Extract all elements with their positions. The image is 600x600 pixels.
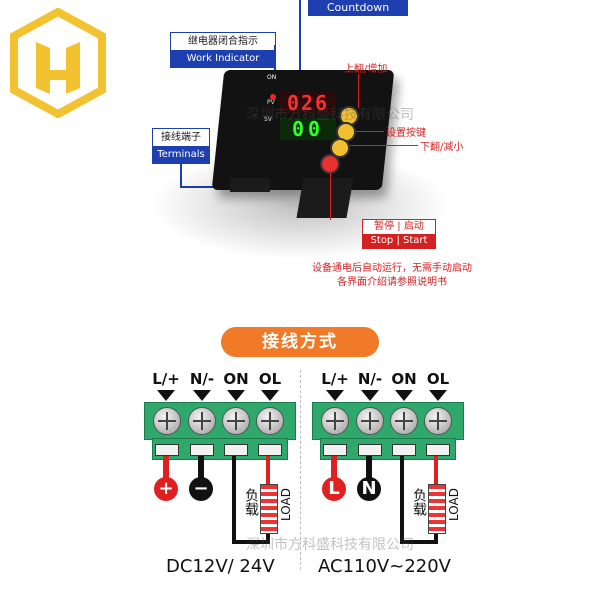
dc-minus-wire <box>198 456 204 478</box>
up-leader <box>358 74 359 108</box>
set-key-label: 设置按键 <box>386 128 426 139</box>
dc-load-return-wire <box>266 530 270 544</box>
dc-load-icon <box>260 484 278 534</box>
relay-led-icon <box>270 94 276 100</box>
led-sv-label: SV <box>264 116 272 123</box>
dc-arrow-icon <box>227 390 245 401</box>
down-button[interactable] <box>330 138 350 158</box>
ac-load-icon <box>428 484 446 534</box>
down-decrease-label: 下翻/减小 <box>420 142 464 153</box>
auto-run-note: 设备通电后自动运行，无需手动启动 各界面介绍请参照说明书 <box>312 263 472 288</box>
stop-start-callout: 暂停 | 启动 Stop | Start <box>362 219 436 249</box>
watermark-bottom: 深圳市方科盛科技有限公司 <box>246 537 414 553</box>
dc-label-l: L/+ <box>152 370 180 388</box>
ac-neutral-icon: N <box>357 477 381 501</box>
dc-on-wire <box>232 456 236 542</box>
screw-icon <box>153 407 181 435</box>
ac-live-icon: L <box>322 477 346 501</box>
device-foot-left <box>230 178 270 192</box>
terminal-slot <box>155 444 179 456</box>
ac-load-en: LOAD <box>447 488 461 521</box>
device-foot-right <box>296 178 354 218</box>
work-indicator-callout: 继电器闭合指示 Work Indicator <box>170 32 276 68</box>
ac-label-l: L/+ <box>321 370 349 388</box>
dc-arrow-icon <box>157 390 175 401</box>
ac-l-wire <box>331 456 337 478</box>
ac-terminal-base <box>320 438 456 460</box>
dc-arrow-icon <box>193 390 211 401</box>
terminals-leader-v <box>180 158 182 188</box>
ac-arrow-icon <box>429 390 447 401</box>
dc-label-ol: OL <box>258 370 282 388</box>
screw-icon <box>356 407 384 435</box>
ac-label-n: N/- <box>357 370 383 388</box>
dc-plus-icon: + <box>154 477 178 501</box>
dc-voltage-label: DC12V/ 24V <box>166 556 275 577</box>
brand-logo-icon <box>10 8 106 118</box>
dc-arrow-icon <box>261 390 279 401</box>
ac-load-return-wire <box>434 530 438 544</box>
terminal-slot <box>358 444 382 456</box>
led-on-label: ON <box>267 74 277 81</box>
ac-ol-wire <box>434 456 438 486</box>
dc-ol-wire <box>266 456 270 486</box>
down-leader <box>350 145 418 146</box>
ac-arrow-icon <box>361 390 379 401</box>
ac-label-on: ON <box>391 370 417 388</box>
screw-icon <box>390 407 418 435</box>
dc-label-n: N/- <box>189 370 215 388</box>
up-increase-label: 上翻/增加 <box>344 64 388 75</box>
dc-load-en: LOAD <box>279 488 293 521</box>
dc-label-on: ON <box>223 370 249 388</box>
ac-arrow-icon <box>395 390 413 401</box>
diagram-divider <box>300 370 301 570</box>
terminal-slot <box>392 444 416 456</box>
watermark-top: 深圳市方科盛科技有限公司 <box>246 107 414 123</box>
ac-load-cn: 负载 <box>411 488 427 516</box>
ac-n-wire <box>366 456 372 478</box>
ac-bottom-wire <box>400 540 436 544</box>
dc-terminal-base <box>152 438 288 460</box>
led-pv-label: PV <box>267 99 275 106</box>
pv-display: 026 <box>280 92 336 114</box>
terminal-slot <box>258 444 282 456</box>
dc-minus-icon: − <box>189 477 213 501</box>
ac-label-ol: OL <box>426 370 450 388</box>
work-indicator-leader <box>274 45 276 73</box>
ac-arrow-icon <box>326 390 344 401</box>
terminal-slot <box>190 444 214 456</box>
dc-load-cn: 负载 <box>243 488 259 516</box>
stop-leader <box>330 170 331 220</box>
screw-icon <box>256 407 284 435</box>
screw-icon <box>222 407 250 435</box>
terminal-slot <box>224 444 248 456</box>
terminal-slot <box>426 444 450 456</box>
countdown-label: Countdown <box>308 0 408 16</box>
sv-display: 00 <box>280 118 336 140</box>
dc-plus-wire <box>163 456 169 478</box>
screw-icon <box>188 407 216 435</box>
screw-icon <box>321 407 349 435</box>
dc-bottom-wire <box>232 540 268 544</box>
ac-voltage-label: AC110V~220V <box>318 556 451 577</box>
set-leader <box>356 131 384 132</box>
screw-icon <box>424 407 452 435</box>
wiring-method-title: 接线方式 <box>221 327 379 357</box>
countdown-leader <box>299 0 301 100</box>
ac-on-wire <box>400 456 404 542</box>
terminal-slot <box>323 444 347 456</box>
